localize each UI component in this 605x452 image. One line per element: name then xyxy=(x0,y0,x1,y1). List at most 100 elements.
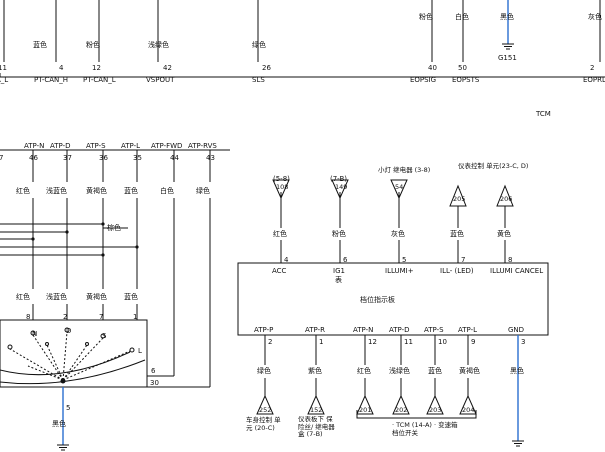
svg-text:蓝色: 蓝色 xyxy=(450,229,464,238)
splice-wire-color: 棕色 xyxy=(107,223,121,232)
g151-label: G151 xyxy=(498,54,517,62)
svg-text:8: 8 xyxy=(26,313,30,321)
svg-text:252: 252 xyxy=(259,406,271,414)
svg-text:浅绿色: 浅绿色 xyxy=(148,40,169,49)
svg-text:紫色: 紫色 xyxy=(308,366,322,375)
indicator-top-wires xyxy=(272,179,514,263)
switch-ground-color: 黑色 xyxy=(52,419,66,428)
svg-text:7: 7 xyxy=(0,154,3,162)
switch-pos-s: S xyxy=(102,332,107,340)
svg-text:粉色: 粉色 xyxy=(86,40,100,49)
svg-text:浅蓝色: 浅蓝色 xyxy=(46,292,67,301)
indicator-panel xyxy=(237,262,549,336)
svg-text:A_L: A_L xyxy=(0,76,8,84)
svg-text:201: 201 xyxy=(359,406,371,414)
indicator-bottom-labels: ATP-P 2 绿色 252 ATP-R 1 紫色 152 ATP-N 12 红… xyxy=(254,326,525,414)
svg-text:4: 4 xyxy=(284,256,289,264)
svg-text:(5-8): (5-8) xyxy=(273,175,290,183)
svg-text:表: 表 xyxy=(335,275,342,284)
svg-text:202: 202 xyxy=(395,406,407,414)
svg-text:5: 5 xyxy=(402,256,406,264)
svg-text:PT-CAN_L: PT-CAN_L xyxy=(83,76,116,84)
svg-text:(7-B): (7-B) xyxy=(330,175,347,183)
switch-contacts xyxy=(0,327,210,388)
svg-text:108: 108 xyxy=(276,183,288,191)
switch-pos-l: L xyxy=(138,347,142,355)
svg-text:ATP-N: ATP-N xyxy=(24,142,44,150)
svg-text:ATP-N: ATP-N xyxy=(353,326,373,334)
svg-text:ATP-D: ATP-D xyxy=(50,142,71,150)
svg-text:GND: GND xyxy=(508,326,524,334)
svg-text:VSPOUT: VSPOUT xyxy=(146,76,175,84)
svg-text:7: 7 xyxy=(99,313,103,321)
svg-text:蓝色: 蓝色 xyxy=(124,292,138,301)
svg-text:40: 40 xyxy=(428,64,437,72)
svg-text:2: 2 xyxy=(590,64,594,72)
svg-text:4: 4 xyxy=(59,64,64,72)
svg-text:ATP-RVS: ATP-RVS xyxy=(188,142,217,150)
top-pin-labels: 11 A_L 蓝色 4 PT-CAN_H 粉色 12 PT-CAN_L 浅绿色 … xyxy=(0,12,605,84)
svg-text:ACC: ACC xyxy=(272,267,287,275)
svg-text:9: 9 xyxy=(471,338,475,346)
svg-text:绿色: 绿色 xyxy=(252,40,266,49)
indicator-panel-title: 档位指示板 xyxy=(360,295,395,304)
svg-text:IG1: IG1 xyxy=(333,267,345,275)
svg-text:ATP-FWD: ATP-FWD xyxy=(151,142,182,150)
svg-text:1: 1 xyxy=(319,338,323,346)
ref-fuse-relay-box: 仪表板下 保险丝/ 继电器盒 (7-B) xyxy=(298,416,335,438)
svg-text:小灯 继电器 (3-8): 小灯 继电器 (3-8) xyxy=(378,165,430,174)
svg-text:蓝色: 蓝色 xyxy=(428,366,442,375)
svg-text:绿色: 绿色 xyxy=(257,366,271,375)
svg-text:PT-CAN_H: PT-CAN_H xyxy=(34,76,68,84)
indicator-top-labels: (5-8) 108 红色 4 ACC (7-B) 149 粉色 6 IG1 表 … xyxy=(272,161,543,284)
svg-text:黄褐色: 黄褐色 xyxy=(86,186,107,195)
svg-text:EOPSIG: EOPSIG xyxy=(410,76,436,84)
shift-position-switch xyxy=(0,319,148,388)
svg-text:2: 2 xyxy=(268,338,272,346)
svg-text:ILLUMI CANCEL: ILLUMI CANCEL xyxy=(490,267,543,275)
svg-text:3: 3 xyxy=(521,338,525,346)
svg-text:11: 11 xyxy=(404,338,413,346)
svg-text:黑色: 黑色 xyxy=(510,366,524,375)
svg-text:黄褐色: 黄褐色 xyxy=(459,366,480,375)
left-wires xyxy=(0,150,211,387)
svg-text:26: 26 xyxy=(262,64,271,72)
svg-text:54: 54 xyxy=(395,183,403,191)
svg-text:白色: 白色 xyxy=(160,186,174,195)
svg-text:42: 42 xyxy=(163,64,172,72)
svg-text:灰色: 灰色 xyxy=(391,229,405,238)
svg-text:粉色: 粉色 xyxy=(419,12,433,21)
svg-text:EOPSTS: EOPSTS xyxy=(452,76,480,84)
tcm-label: TCM xyxy=(535,110,551,118)
svg-text:浅蓝色: 浅蓝色 xyxy=(46,186,67,195)
switch-pos-d: D xyxy=(66,327,71,335)
svg-text:204: 204 xyxy=(462,406,474,414)
svg-text:EOPRLY: EOPRLY xyxy=(583,76,605,84)
svg-text:2: 2 xyxy=(63,313,67,321)
svg-text:ATP-L: ATP-L xyxy=(458,326,477,334)
svg-text:黄色: 黄色 xyxy=(497,229,511,238)
svg-text:149: 149 xyxy=(335,183,347,191)
svg-text:1: 1 xyxy=(133,313,137,321)
pin-30-label: 30 xyxy=(150,379,159,387)
svg-text:46: 46 xyxy=(29,154,38,162)
svg-text:152: 152 xyxy=(310,406,322,414)
svg-text:ATP-D: ATP-D xyxy=(389,326,410,334)
pin-6-label: 6 xyxy=(151,367,156,375)
svg-text:红色: 红色 xyxy=(273,229,287,238)
g151-wire-color: 黑色 xyxy=(500,12,514,21)
svg-text:203: 203 xyxy=(429,406,441,414)
svg-text:50: 50 xyxy=(458,64,467,72)
svg-text:白色: 白色 xyxy=(455,12,469,21)
ref-tcm-switch: · TCM (14-A) · 变速箱 档位开关 xyxy=(392,421,458,437)
svg-text:44: 44 xyxy=(170,154,179,162)
svg-text:蓝色: 蓝色 xyxy=(33,40,47,49)
ground-icon xyxy=(57,444,69,451)
svg-text:红色: 红色 xyxy=(357,366,371,375)
svg-text:ATP-R: ATP-R xyxy=(305,326,325,334)
svg-text:8: 8 xyxy=(508,256,512,264)
svg-text:黄褐色: 黄褐色 xyxy=(86,292,107,301)
ref-body-control-unit: 车身控制 单元 (20-C) xyxy=(246,416,281,432)
svg-text:ATP-S: ATP-S xyxy=(86,142,106,150)
